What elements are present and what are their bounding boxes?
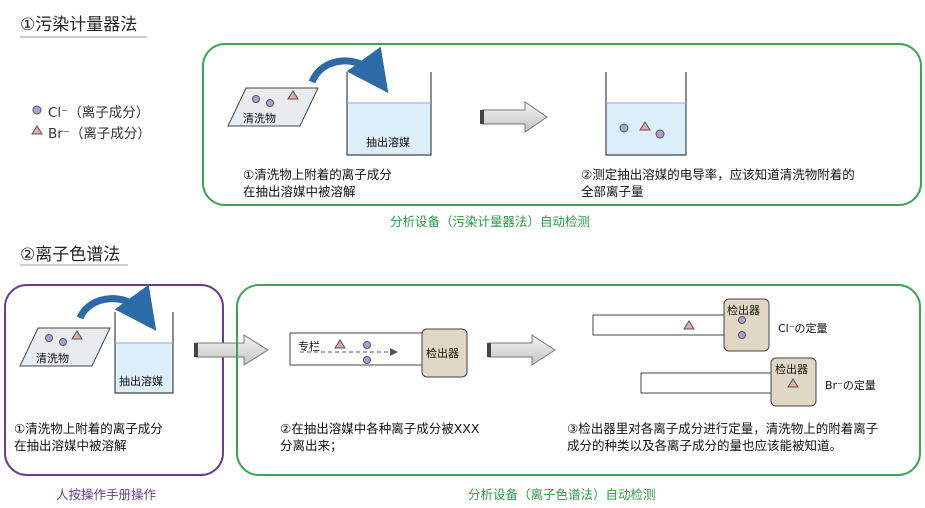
br-detector-label: 检出器 xyxy=(775,363,808,376)
section1-beaker-label: 抽出溶媒 xyxy=(366,136,410,149)
detector-box xyxy=(421,328,468,378)
br-legend-triangle xyxy=(31,125,43,135)
section1-item-label: 清洗物 xyxy=(243,112,276,125)
section1-step2-line1: ②测定抽出溶媒的电导率，应该知道清洗物附着的 xyxy=(581,167,855,182)
section2-step3-line1: ③检出器里对各离子成分进行定量，清洗物上的附着离子 xyxy=(567,421,879,436)
section1-object-cl-dot xyxy=(252,95,260,103)
section2-auto-caption: 分析设备（离子色谱法）自动检测 xyxy=(468,487,656,502)
section2-object-cl-dot xyxy=(45,334,53,342)
cl-legend-dot xyxy=(32,105,42,115)
section2-step2-line1: ②在抽出溶媒中各种离子成分被XXX xyxy=(280,421,480,436)
section1-beaker2 xyxy=(605,72,687,156)
section1-beaker xyxy=(346,72,432,156)
section2-step3-line2: 成分的种类以及各离子成分的量也应该能被知道。 xyxy=(567,438,843,453)
section1-caption: 分析设备（污染计量器法）自动检测 xyxy=(390,214,591,229)
cl-detector-label: 检出器 xyxy=(727,304,760,317)
br-detector-br-triangle xyxy=(787,378,799,388)
section2-cleaning-object xyxy=(19,327,111,367)
column-tube xyxy=(289,332,426,366)
section2-object-cl-dot xyxy=(59,338,67,346)
section1-step1-line1: ①清洗物上附着的离子成分 xyxy=(243,167,392,182)
section2-step1-line2: 在抽出溶媒中被溶解 xyxy=(14,438,127,453)
section1-beaker2-br-triangle xyxy=(639,121,651,131)
section1-curved-arrow xyxy=(308,46,389,93)
section2-manual-caption: 人按操作手册操作 xyxy=(56,487,157,502)
cl-quant-label: Cl⁻の定量 xyxy=(778,322,828,335)
cl-column-tube xyxy=(592,314,729,336)
section2-block-arrow-1 xyxy=(195,334,269,366)
cl-detector-cl-dot xyxy=(738,331,746,339)
column-br-triangle xyxy=(334,339,346,349)
column-flow-arrowhead xyxy=(390,348,398,356)
br-legend-label: Br⁻（离子成分） xyxy=(48,126,151,142)
column-cl-dot xyxy=(363,341,371,349)
section2-block-arrow-2 xyxy=(488,334,556,366)
section1-block-arrow xyxy=(481,101,548,133)
br-quant-label: Br⁻の定量 xyxy=(825,379,876,392)
cl-detector-cl-dot xyxy=(738,316,746,324)
column-cl-dot xyxy=(363,356,371,364)
section1-object-cl-dot xyxy=(266,99,274,107)
section2-curved-arrow xyxy=(76,284,157,331)
section2-green-box xyxy=(236,284,921,476)
section2-purple-box xyxy=(4,284,224,476)
cl-column-br-triangle xyxy=(683,320,695,330)
br-column-tube xyxy=(640,372,777,394)
section1-beaker2-cl-dot xyxy=(655,129,665,139)
detector-label: 检出器 xyxy=(426,347,459,360)
section1-step2-line2: 全部离子量 xyxy=(581,184,644,199)
section2-object-br-triangle xyxy=(71,330,83,340)
section2-title: ②离子色谱法 xyxy=(20,245,121,265)
section2-item-label: 清洗物 xyxy=(36,352,69,365)
section2-step1-line1: ①清洗物上附着的离子成分 xyxy=(14,421,163,436)
section1-green-box xyxy=(202,43,922,206)
section2-beaker-label: 抽出溶媒 xyxy=(119,375,163,388)
section2-beaker xyxy=(114,312,174,394)
section1-object-br-triangle xyxy=(287,90,299,100)
section2-beaker-liquid xyxy=(115,343,173,393)
section2-step2-line2: 分离出来； xyxy=(280,438,343,453)
column-label: 专栏 xyxy=(298,340,320,353)
cl-detector-box xyxy=(723,298,770,352)
section1-beaker-liquid xyxy=(347,103,431,155)
cl-legend-label: Cl⁻（离子成分） xyxy=(48,105,150,121)
section1-title: ①污染计量器法 xyxy=(20,15,138,35)
section1-beaker2-cl-dot xyxy=(619,123,629,133)
section2-block-arrow-2-tail xyxy=(487,343,491,357)
section1-block-arrow-tail xyxy=(480,110,484,124)
section2-block-arrow-1-tail xyxy=(194,343,198,357)
section1-step1-line2: 在抽出溶媒中被溶解 xyxy=(243,184,356,199)
